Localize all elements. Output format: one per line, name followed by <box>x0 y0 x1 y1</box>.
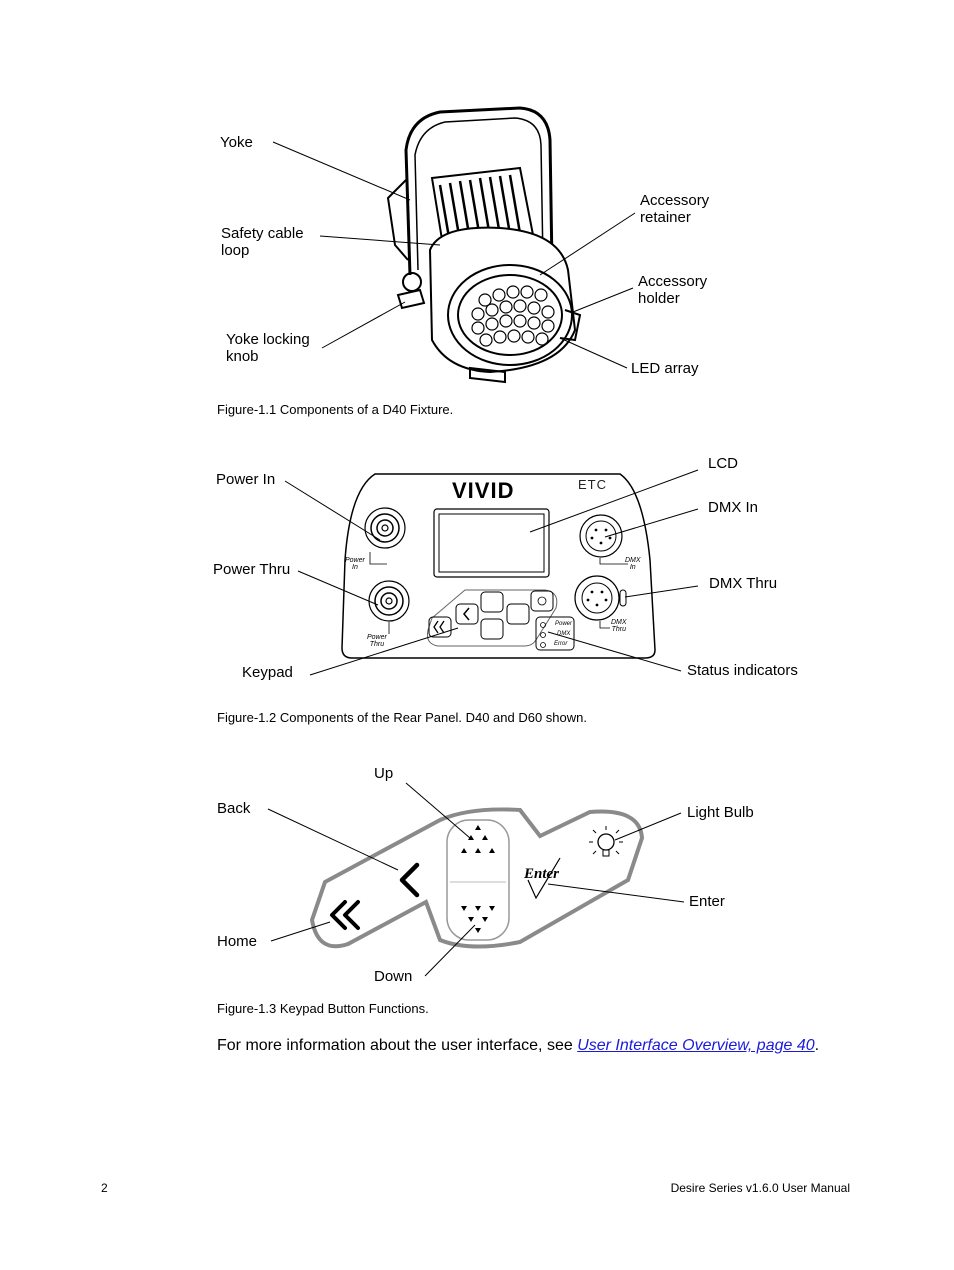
up-label: Up <box>374 765 394 782</box>
vivid-brand-logo: VIVID <box>452 478 515 503</box>
status-error-text: Error <box>554 641 568 647</box>
power-in-label: Power In <box>216 471 276 488</box>
keypad-label: Keypad <box>242 664 293 681</box>
figure-1-caption: Figure-1.1 Components of a D40 Fixture. <box>217 402 454 417</box>
yoke-label: Yoke <box>220 134 253 151</box>
etc-logo: ETC <box>578 477 607 492</box>
enter-key-text: Enter <box>524 866 560 882</box>
dmx-thru-tag: DMX Thru <box>611 619 627 633</box>
paragraph-text: For more information about the user inte… <box>217 1037 578 1054</box>
status-indicators-label: Status indicators <box>687 662 798 679</box>
safety-cable-loop-label: Safety cable loop <box>221 225 304 259</box>
figure-2-caption: Figure-1.2 Components of the Rear Panel.… <box>217 710 587 725</box>
power-thru-tag: Power Thru <box>367 634 387 648</box>
home-label: Home <box>217 933 258 950</box>
more-info-paragraph: For more information about the user inte… <box>217 1037 819 1055</box>
user-interface-overview-link[interactable]: User Interface Overview, page 40 <box>577 1037 815 1054</box>
accessory-holder-label: Accessory holder <box>638 273 708 307</box>
paragraph-end: . <box>814 1037 820 1054</box>
status-dmx-text: DMX <box>557 631 571 637</box>
page-number: 2 <box>101 1181 108 1195</box>
led-array-label: LED array <box>631 360 699 377</box>
figure-3-caption: Figure-1.3 Keypad Button Functions. <box>217 1001 429 1016</box>
light-bulb-label: Light Bulb <box>687 804 754 821</box>
dmx-thru-label: DMX Thru <box>709 575 778 592</box>
power-in-tag: Power In <box>345 557 365 571</box>
down-label: Down <box>374 968 413 985</box>
status-power-text: Power <box>555 621 573 627</box>
dmx-in-label: DMX In <box>708 499 759 516</box>
lcd-label: LCD <box>708 455 739 472</box>
back-label: Back <box>217 800 251 817</box>
power-thru-label: Power Thru <box>213 561 291 578</box>
dmx-in-tag: DMX In <box>625 557 641 571</box>
yoke-locking-knob-label: Yoke locking knob <box>226 331 310 365</box>
manual-title: Desire Series v1.6.0 User Manual <box>670 1181 850 1195</box>
accessory-retainer-label: Accessory retainer <box>640 192 710 226</box>
enter-label: Enter <box>689 893 725 910</box>
